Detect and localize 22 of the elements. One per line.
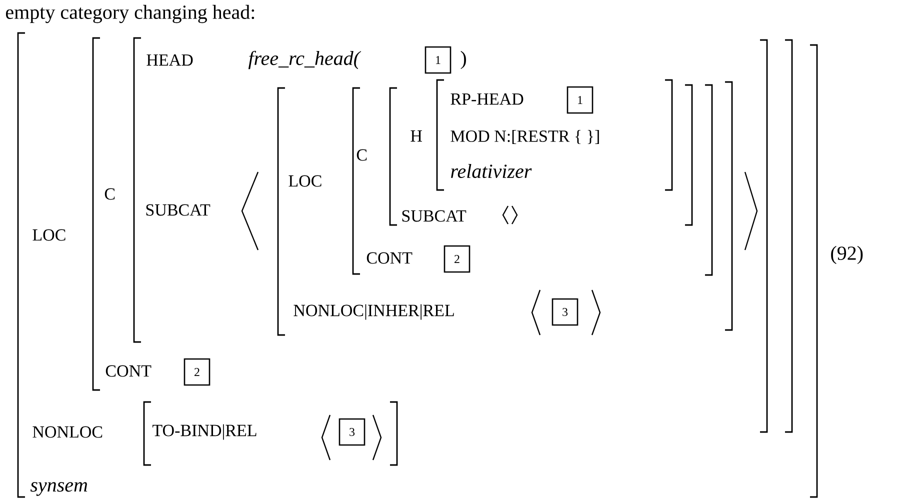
feature-label: C [356,149,367,161]
feature-label: SUBCAT [146,204,210,216]
feature-label: TO-BIND|REL [152,424,256,440]
tag-box: 2 [444,245,470,273]
feature-label: HEAD [146,54,193,66]
feature-label: CONT [366,252,412,264]
tag-box: 1 [566,86,594,114]
feature-label: NONLOC|INHER|REL [294,304,454,320]
type-label: synsem [30,482,88,496]
tag-box: 1 [424,46,452,74]
feature-label: C [104,188,115,200]
tag-box: 2 [184,358,210,386]
tag-box: 3 [552,298,578,326]
equation-number: (92) [831,246,863,264]
feature-label: NONLOC [32,426,102,438]
title: empty category changing head: [6,4,254,24]
tag-box: 3 [338,418,366,446]
type-label: relativizer [451,164,532,178]
feature-label: LOC [32,229,66,241]
feature-label: RP-HEAD [450,93,524,105]
feature-label: LOC [288,175,322,187]
feature-label: H [410,130,422,142]
